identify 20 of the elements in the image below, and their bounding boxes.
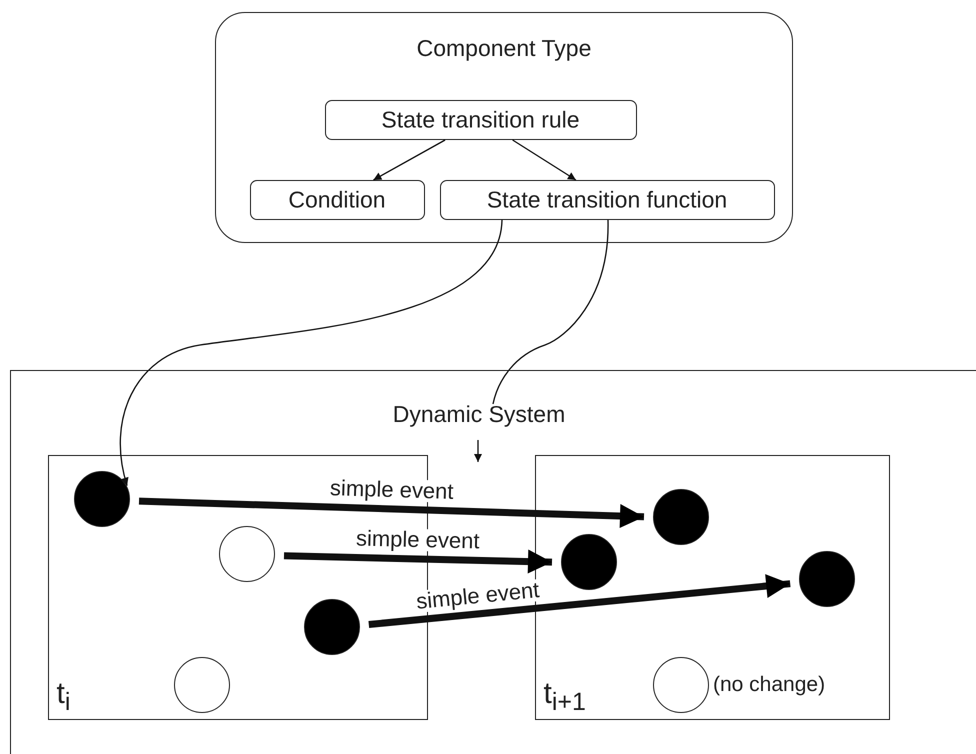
box-label: State transition function <box>486 186 728 213</box>
event-arrow <box>368 574 791 628</box>
function-box <box>440 180 774 220</box>
box-title: Dynamic System <box>392 401 566 428</box>
note-text: (no change) <box>713 673 826 697</box>
connector-line <box>492 220 609 404</box>
box-label: State transition rule <box>381 106 580 133</box>
box-label: Condition <box>288 186 386 213</box>
arrow <box>120 220 503 486</box>
edge-label: simple event <box>354 527 482 552</box>
event-arrow <box>138 498 644 528</box>
time-step-label: t$_{i}$ <box>56 676 70 716</box>
arrow <box>512 139 576 181</box>
condition-box <box>250 180 424 220</box>
box-title: Component Type <box>416 35 592 62</box>
time-step-label: t$_{i+1}$ <box>544 676 586 716</box>
event-arrow <box>284 550 552 574</box>
component-type-box <box>215 12 793 243</box>
edge-label: simple event <box>327 477 456 503</box>
arrow <box>373 139 446 181</box>
